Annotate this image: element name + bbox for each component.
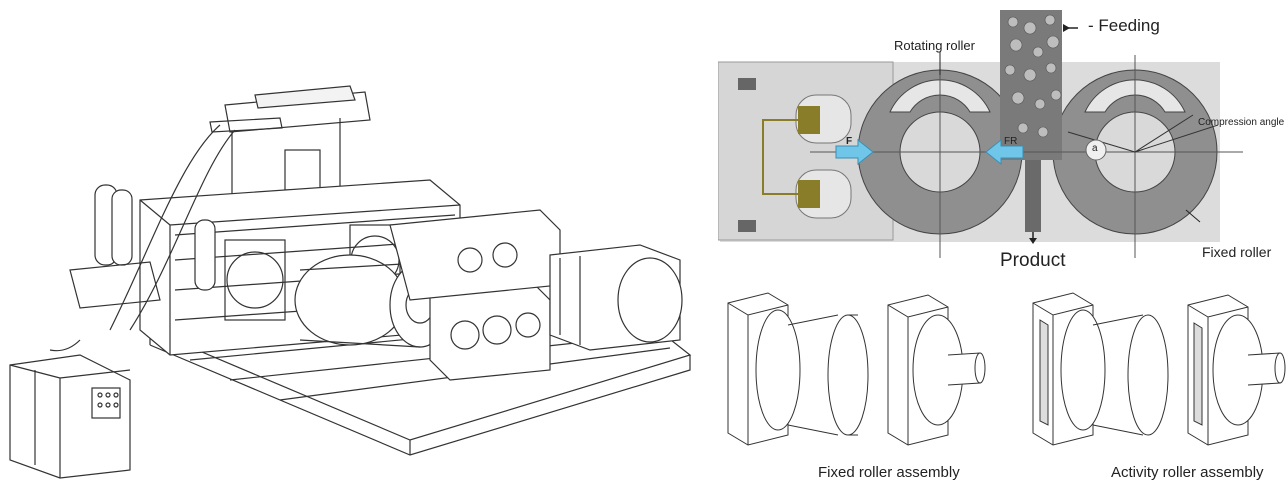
force-f-label: F [846,136,853,147]
fixed-roller-assembly-drawing [727,292,986,446]
control-cabinet [9,354,131,479]
piston-upper [798,106,820,134]
roller-assemblies: Fixed roller assembly Activity roller as… [718,285,1288,503]
product-stream [1025,160,1041,232]
fixed-roller-label: Fixed roller [1202,244,1272,260]
product-label: Product [1000,250,1066,271]
feed-column [1000,10,1062,160]
rotating-roller-label: Rotating roller [894,38,975,53]
force-arrow-fr [985,138,1024,166]
roller-process-illustration [718,10,1243,258]
machine-illustration [9,85,692,479]
roller-press-machine-drawing [9,85,692,479]
roller-cylinder [294,254,406,346]
compression-angle-label: Compression angle [1198,117,1285,128]
activity-roller-assembly-caption: Activity roller assembly [1111,464,1264,481]
force-fr-label: FR [1004,136,1018,147]
assemblies-illustration [727,292,1286,446]
activity-roller-assembly-drawing [1032,292,1286,446]
feeding-label: - Feeding [1088,16,1160,35]
fixed-roller-assembly-caption: Fixed roller assembly [818,464,960,481]
piston-lower [798,180,820,208]
force-arrow-f [835,138,874,166]
compression-process-diagram: - Feeding Rotating roller Compression an… [718,0,1288,290]
angle-a-label: a [1092,143,1098,154]
gearbox-rear [389,209,561,301]
